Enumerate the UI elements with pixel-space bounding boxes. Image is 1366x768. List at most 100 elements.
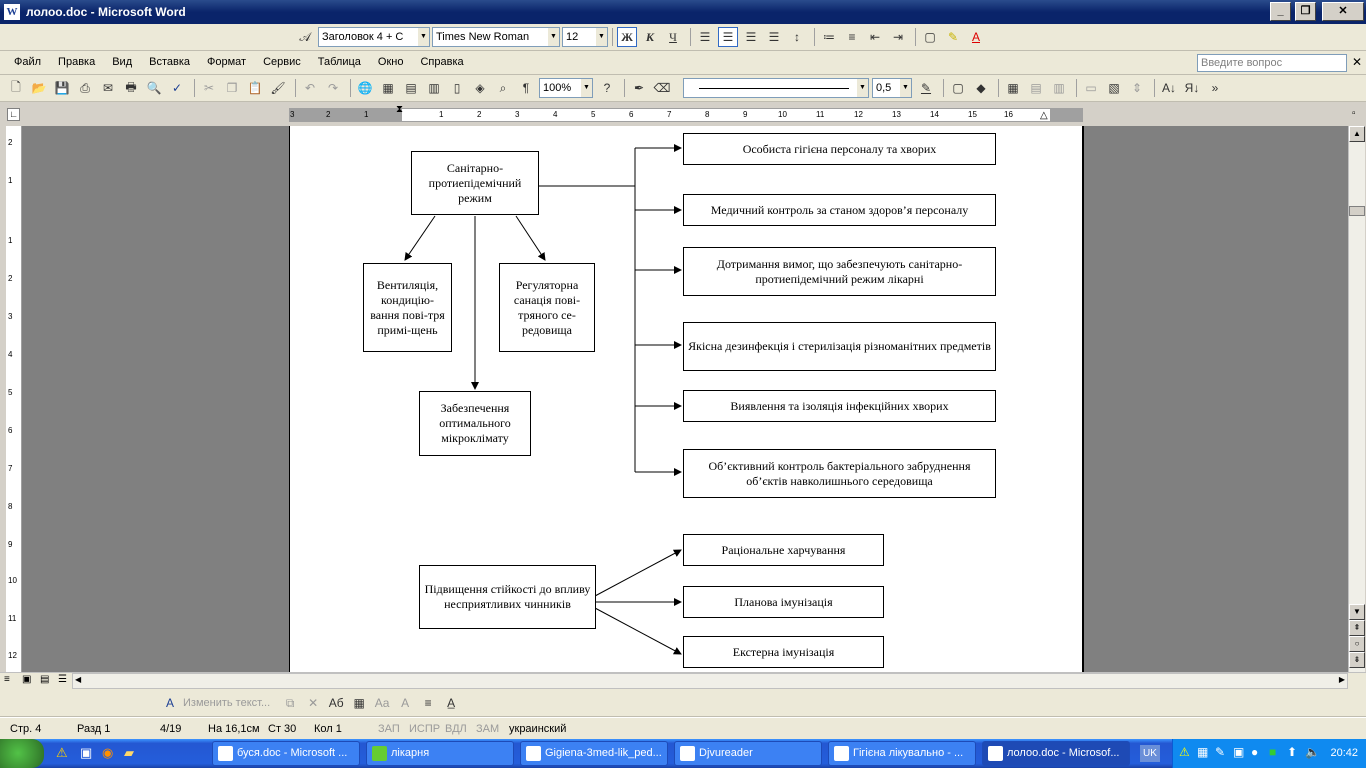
italic-button[interactable]: К (645, 29, 655, 44)
styles-pane-icon[interactable]: 𝒜 (299, 29, 311, 44)
status-record[interactable]: ЗАП (378, 723, 400, 735)
print-view-icon[interactable]: ▤ (40, 674, 50, 685)
spelling-icon[interactable]: ✓ (171, 81, 183, 95)
indent-marker-icon[interactable]: ⧗ (396, 104, 404, 115)
font-combo[interactable]: Times New Roman▼ (432, 27, 560, 47)
split-cells-icon[interactable]: ▥ (1053, 81, 1065, 95)
diagram-right-box[interactable]: Особиста гігієна персоналу та хворих (683, 133, 996, 165)
tab-selector-icon[interactable]: ∟ (7, 108, 20, 121)
horizontal-ruler[interactable]: 3 2 1 1 2 3 4 5 6 7 8 9 10 11 12 13 14 1… (289, 108, 1083, 122)
vertical-scrollbar[interactable]: ▲ ▼ ⇞ ○ ⇟ (1348, 126, 1365, 672)
taskbar-item[interactable]: лікарня (366, 741, 514, 766)
horizontal-scrollbar[interactable]: ◀ ▶ (72, 673, 1348, 689)
maximize-button[interactable]: ❐ (1295, 2, 1316, 21)
tray-icon[interactable]: ▣ (1233, 745, 1245, 759)
diagram-right-box[interactable]: Якісна дезинфекція і стерилізація різном… (683, 322, 996, 371)
create-link-icon[interactable]: ⧉ (285, 695, 295, 710)
redo-icon[interactable]: ↷ (327, 81, 339, 95)
clock[interactable]: 20:42 (1330, 747, 1358, 759)
outline-view-icon[interactable]: ☰ (58, 674, 67, 685)
cut-icon[interactable]: ✂ (203, 81, 215, 95)
menu-insert[interactable]: Вставка (149, 56, 191, 68)
outside-border-icon[interactable]: ▢ (952, 81, 964, 95)
prev-page-icon[interactable]: ⇞ (1349, 620, 1365, 636)
tray-icon[interactable]: ⚠ (1179, 745, 1190, 759)
pen-icon[interactable]: ✒ (633, 81, 645, 95)
sort-asc-icon[interactable]: A↓ (1161, 81, 1176, 95)
diagram-resistance-box[interactable]: Підвищення стійкості до впливу несприятл… (419, 565, 596, 629)
help-search-input[interactable]: Введите вопрос (1197, 54, 1347, 72)
distribute-rows-icon[interactable]: ⇕ (1131, 81, 1143, 95)
text-box-icon[interactable]: A (165, 696, 174, 710)
diagram-right-box[interactable]: Дотримання вимог, що забезпечують саніта… (683, 247, 996, 296)
tray-icon[interactable]: ✎ (1215, 745, 1226, 759)
menu-help[interactable]: Справка (420, 56, 464, 68)
align-text-icon[interactable]: ≡ (424, 696, 432, 710)
show-hide-icon[interactable]: ¶ (522, 81, 530, 95)
taskbar-item[interactable]: буся.doc - Microsoft ... (212, 741, 360, 766)
eraser-icon[interactable]: ⌫ (653, 81, 671, 95)
open-icon[interactable]: 📂 (31, 81, 47, 95)
menu-view[interactable]: Вид (112, 56, 133, 68)
align-right-icon[interactable]: ☰ (745, 30, 757, 44)
insert-table-icon[interactable]: ▤ (405, 81, 417, 95)
numbering-icon[interactable]: ≔ (823, 30, 835, 44)
paste-icon[interactable]: 📋 (247, 81, 263, 95)
diagram-microclimate-box[interactable]: Забезпечення оптимального мікроклімату (419, 391, 531, 456)
tray-icon[interactable]: ■ (1269, 745, 1277, 759)
increase-indent-icon[interactable]: ⇥ (892, 30, 904, 44)
quick-launch-icon[interactable]: ▣ (80, 745, 93, 760)
email-icon[interactable]: ✉ (102, 81, 114, 95)
diagram-right-box[interactable]: Виявлення та ізоляція інфекційних хворих (683, 390, 996, 422)
close-button[interactable]: ✕ (1322, 2, 1364, 21)
menu-edit[interactable]: Правка (58, 56, 96, 68)
border-color-icon[interactable]: ✎ (920, 81, 932, 95)
menu-table[interactable]: Таблица (317, 56, 361, 68)
style-combo[interactable]: Заголовок 4 + С▼ (318, 27, 430, 47)
columns-icon[interactable]: ▯ (453, 81, 461, 95)
insert-excel-icon[interactable]: ▥ (428, 81, 440, 95)
browse-object-icon[interactable]: ○ (1349, 636, 1365, 652)
line-weight-combo[interactable]: 0,5▼ (872, 78, 912, 98)
minimize-button[interactable]: _ (1270, 2, 1291, 21)
align-left-icon[interactable]: ☰ (699, 30, 711, 44)
view-ruler-icon[interactable]: ▫ (1352, 108, 1356, 119)
undo-icon[interactable]: ↶ (304, 81, 316, 95)
help-icon[interactable]: ? (603, 81, 611, 95)
menu-tools[interactable]: Сервис (263, 56, 301, 68)
line-style-combo[interactable]: ▼ (683, 78, 869, 98)
menu-window[interactable]: Окно (377, 56, 404, 68)
align-center-icon[interactable]: ☰ (718, 27, 738, 47)
new-doc-icon[interactable]: 🗋 (11, 79, 21, 94)
borders-icon[interactable]: ▢ (924, 30, 936, 44)
hyperlink-icon[interactable]: 🌐 (357, 81, 373, 95)
diagram-right-box[interactable]: Медичний контроль за станом здоров’я пер… (683, 194, 996, 226)
permission-icon[interactable]: ⎙ (80, 80, 90, 95)
copy-icon[interactable]: ❐ (226, 81, 238, 95)
language-indicator[interactable]: UK (1140, 745, 1160, 762)
line-spacing-icon[interactable]: ↕ (794, 30, 800, 44)
start-button[interactable] (0, 739, 44, 768)
font-color-icon[interactable]: A (971, 30, 980, 44)
right-indent-marker-icon[interactable]: △ (1040, 110, 1048, 121)
diagram-center-box[interactable]: Санітарно-протиепідемічний режим (411, 151, 539, 215)
status-extend[interactable]: ВДЛ (445, 723, 467, 735)
align-cell-icon[interactable]: ▭ (1085, 81, 1097, 95)
taskbar-item-active[interactable]: лолоо.doc - Microsof... (982, 741, 1130, 766)
tray-icon[interactable]: ⬆ (1287, 745, 1298, 759)
bullets-icon[interactable]: ≡ (848, 30, 856, 44)
word-app-icon[interactable]: W (4, 4, 20, 20)
justify-icon[interactable]: ☰ (768, 30, 780, 44)
normal-view-icon[interactable]: ≡ (4, 674, 10, 685)
quick-launch-icon[interactable]: ⚠ (56, 745, 68, 760)
scroll-thumb[interactable] (1349, 206, 1365, 216)
diagram-right-box[interactable]: Об’єктивний контроль бактеріального забр… (683, 449, 996, 498)
folder-icon[interactable]: ▰ (124, 745, 134, 760)
break-link-icon[interactable]: ✕ (308, 696, 319, 710)
scroll-left-icon[interactable]: ◀ (75, 675, 82, 684)
taskbar-item[interactable]: Gigiena-3med-lik_ped... (520, 741, 668, 766)
document-page[interactable]: Санітарно-протиепідемічний режим Вентиля… (289, 126, 1084, 672)
status-overtype[interactable]: ЗАМ (476, 723, 500, 735)
format-painter-icon[interactable]: 🖌 (270, 81, 286, 95)
vertical-text-icon[interactable]: A (401, 696, 410, 710)
